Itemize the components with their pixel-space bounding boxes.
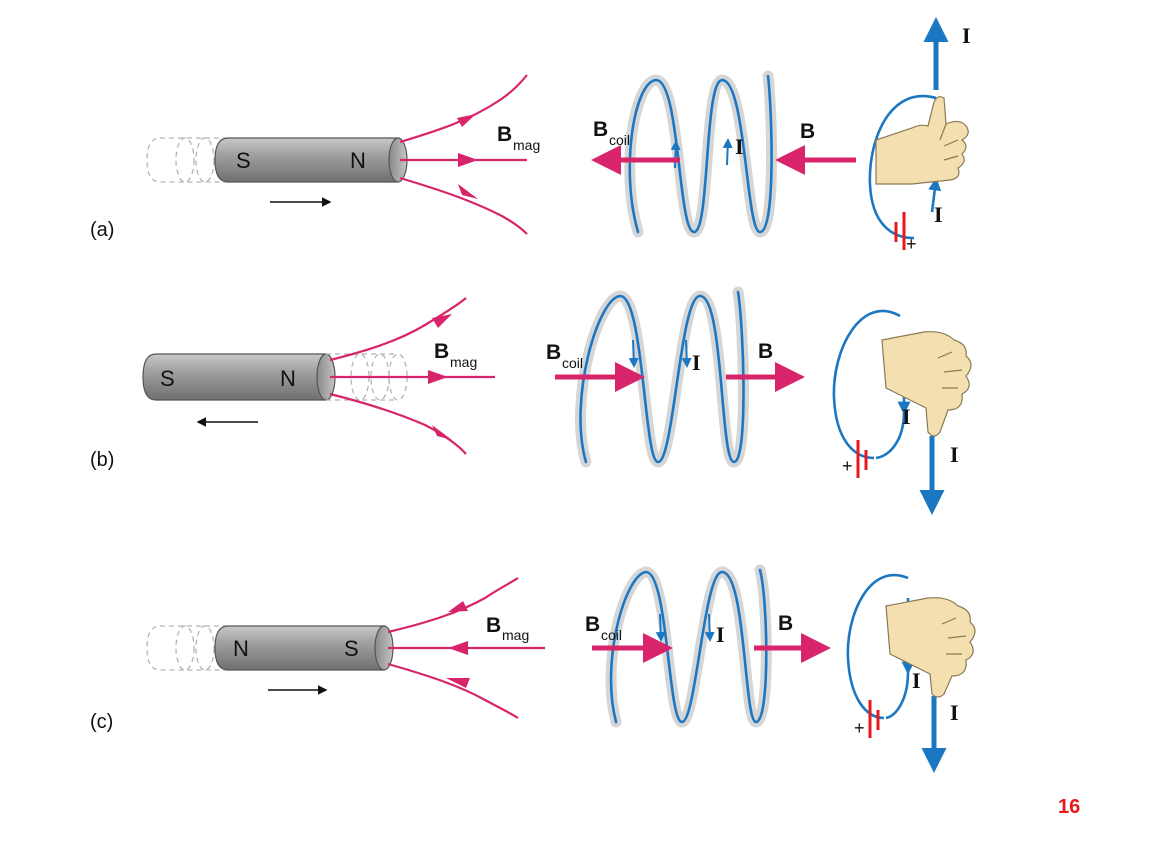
magnet-ghost: [146, 137, 228, 183]
thumb-current-label: I: [950, 700, 959, 725]
b-mag-symbol: B: [486, 614, 501, 637]
coil: [574, 286, 749, 468]
thumb-current-label: I: [950, 442, 959, 467]
b-coil-symbol: B: [546, 341, 561, 364]
b-mag-arrowheads: [457, 114, 478, 199]
battery-plus-sign: +: [854, 718, 865, 738]
b-coil-label: B coil: [585, 613, 622, 643]
panel-label: (c): [90, 711, 113, 733]
panel-a: (a) S N B mag: [90, 17, 971, 254]
b-mag-label: B mag: [434, 340, 477, 370]
right-hand-icon: [881, 331, 972, 437]
page-number: 16: [1058, 796, 1081, 818]
b-mag-label: B mag: [497, 123, 540, 153]
panel-c: (c) N S B mag: [90, 564, 976, 773]
magnet-pole-right: N: [280, 366, 296, 391]
coil: [624, 70, 778, 238]
b-coil-symbol: B: [593, 118, 608, 141]
loop-current-label: I: [934, 202, 943, 227]
b-mag-label: B mag: [486, 614, 529, 643]
b-mag-field-lines: [329, 297, 495, 455]
battery-icon: [894, 212, 906, 250]
battery-plus-sign: +: [906, 234, 917, 254]
b-mag-arrowheads: [428, 314, 452, 440]
b-mag-subscript: mag: [513, 137, 540, 153]
b-mag-symbol: B: [434, 340, 449, 363]
b-field-label: B: [758, 340, 773, 363]
magnet-pole-right: N: [350, 148, 366, 173]
b-mag-symbol: B: [497, 123, 512, 146]
b-coil-label: B coil: [593, 118, 630, 148]
panel-label: (a): [90, 219, 114, 241]
b-mag-subscript: mag: [450, 354, 477, 370]
magnet-pole-right: S: [344, 636, 359, 661]
right-hand-icon: [885, 597, 976, 698]
battery-icon: [868, 700, 880, 738]
bar-magnet: S N: [214, 137, 408, 183]
b-mag-subscript: mag: [502, 627, 529, 643]
panel-b: (b) S N B mag: [90, 286, 972, 515]
loop-current-label: I: [912, 668, 921, 693]
b-mag-arrowheads: [446, 601, 470, 688]
b-coil-subscript: coil: [609, 132, 630, 148]
b-coil-symbol: B: [585, 613, 600, 636]
bar-magnet: N S: [214, 625, 394, 671]
magnet-pole-left: S: [236, 148, 251, 173]
b-field-label: B: [778, 612, 793, 635]
coil-current-label: I: [716, 622, 725, 647]
b-mag-field-lines: [399, 74, 528, 235]
panel-label: (b): [90, 449, 114, 471]
magnet-pole-left: N: [233, 636, 249, 661]
battery-icon: [856, 440, 868, 478]
loop-current-label: I: [902, 404, 911, 429]
b-field-label: B: [800, 120, 815, 143]
battery-plus-sign: +: [842, 456, 853, 476]
right-hand-icon: [875, 96, 969, 185]
thumb-current-label: I: [962, 23, 971, 48]
b-coil-subscript: coil: [562, 355, 583, 371]
bar-magnet: S N: [142, 353, 336, 401]
coil-current-label: I: [692, 350, 701, 375]
b-coil-label: B coil: [546, 341, 583, 371]
magnet-ghost: [146, 625, 228, 671]
b-coil-subscript: coil: [601, 627, 622, 643]
magnet-pole-left: S: [160, 366, 175, 391]
coil-current-label: I: [735, 134, 744, 159]
